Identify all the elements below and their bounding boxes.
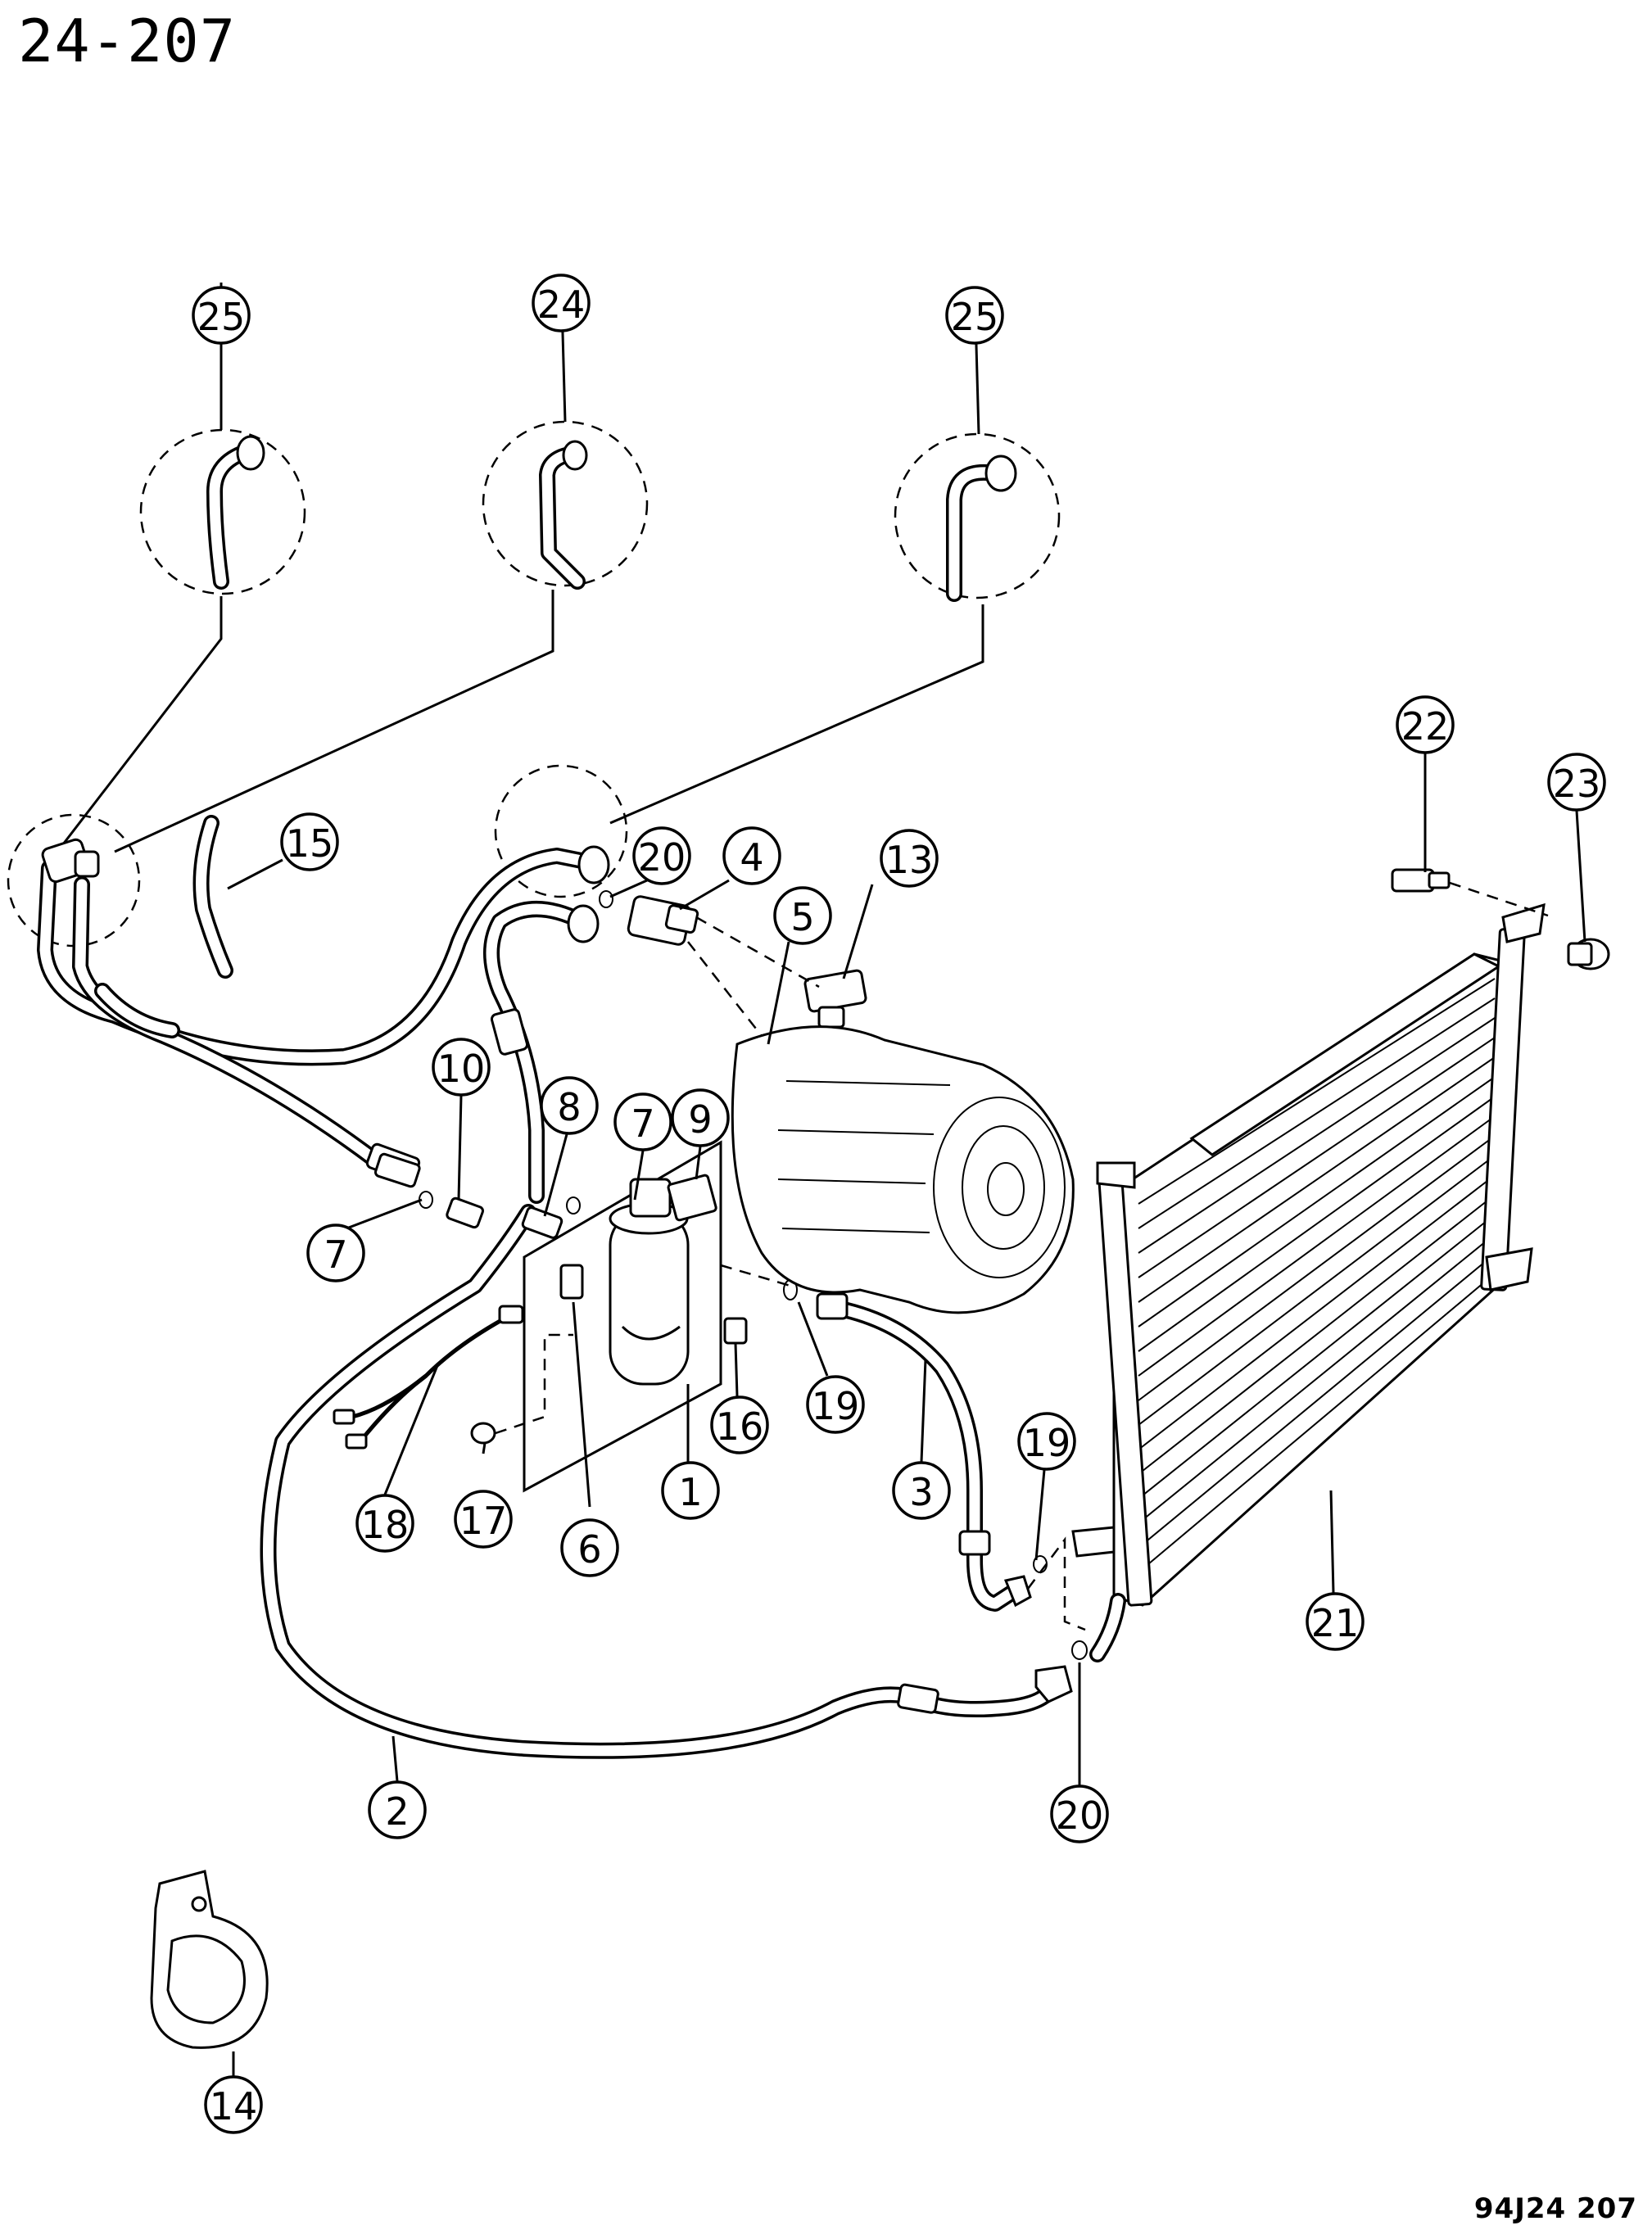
callout-label: 3 bbox=[909, 1470, 933, 1514]
callout-label: 20 bbox=[638, 835, 686, 880]
callout-label: 21 bbox=[1311, 1601, 1360, 1645]
callout-1: 1 bbox=[661, 1461, 720, 1520]
page-code: 24-207 bbox=[18, 7, 237, 75]
callout-label: 6 bbox=[577, 1527, 601, 1572]
callout-label: 14 bbox=[210, 2084, 258, 2128]
callout-label: 5 bbox=[790, 895, 814, 939]
receiver-drier-assembly bbox=[470, 1140, 791, 1493]
callout-label: 8 bbox=[557, 1085, 581, 1129]
callout-20: 20 bbox=[632, 826, 691, 885]
drawing-code: 94J24 207 bbox=[1473, 2192, 1637, 2225]
callout-label: 20 bbox=[1056, 1793, 1104, 1838]
callout-7: 7 bbox=[613, 1092, 672, 1151]
callout-label: 25 bbox=[951, 295, 999, 339]
callout-14: 14 bbox=[204, 2075, 263, 2134]
callout-label: 7 bbox=[631, 1101, 654, 1146]
callout-label: 19 bbox=[812, 1384, 860, 1428]
callout-23: 23 bbox=[1547, 753, 1606, 812]
callout-2: 2 bbox=[368, 1780, 427, 1839]
discharge-line bbox=[260, 1204, 1073, 1759]
callout-label: 25 bbox=[197, 295, 246, 339]
detail-view-24 bbox=[482, 420, 649, 590]
callout-15: 15 bbox=[280, 812, 339, 871]
callout-label: 2 bbox=[385, 1789, 409, 1834]
callout-24: 24 bbox=[532, 274, 591, 332]
callout-label: 24 bbox=[537, 283, 586, 327]
leader-lines bbox=[220, 274, 1586, 2076]
callout-4: 4 bbox=[722, 826, 781, 885]
callout-label: 15 bbox=[286, 821, 334, 866]
condenser bbox=[1071, 902, 1546, 1662]
callout-label: 4 bbox=[740, 835, 763, 880]
callout-label: 10 bbox=[437, 1047, 486, 1091]
callout-label: 23 bbox=[1553, 762, 1601, 806]
callout-7: 7 bbox=[306, 1224, 365, 1282]
receiver-to-compressor-hose bbox=[483, 901, 600, 1204]
callout-label: 19 bbox=[1023, 1421, 1071, 1465]
callout-10: 10 bbox=[432, 1038, 491, 1097]
callout-label: 17 bbox=[459, 1499, 508, 1543]
highlight-compressor-fitting bbox=[494, 764, 628, 898]
callout-13: 13 bbox=[880, 829, 939, 888]
callout-label: 22 bbox=[1401, 704, 1450, 749]
callout-9: 9 bbox=[671, 1088, 730, 1147]
callout-5: 5 bbox=[773, 886, 832, 945]
callout-3: 3 bbox=[892, 1461, 951, 1520]
callout-21: 21 bbox=[1306, 1592, 1365, 1651]
wiring-harness bbox=[333, 1305, 524, 1450]
detail-view-25-right bbox=[894, 432, 1061, 602]
liquid-line bbox=[816, 1292, 1032, 1612]
callout-20: 20 bbox=[1050, 1784, 1109, 1843]
callout-17: 17 bbox=[454, 1490, 513, 1549]
callout-22: 22 bbox=[1396, 695, 1455, 754]
callout-19: 19 bbox=[1017, 1412, 1076, 1471]
bolt-22 bbox=[1391, 868, 1451, 893]
callout-label: 9 bbox=[688, 1097, 712, 1142]
compressor bbox=[731, 1025, 1075, 1314]
left-manifold-hoses bbox=[37, 838, 610, 1183]
nut-23 bbox=[1567, 938, 1610, 970]
callout-label: 18 bbox=[361, 1503, 410, 1547]
callout-6: 6 bbox=[560, 1518, 619, 1577]
callout-label: 1 bbox=[678, 1470, 702, 1514]
callout-25: 25 bbox=[945, 286, 1004, 345]
detail-view-25-left bbox=[139, 428, 306, 595]
callout-label: 13 bbox=[885, 838, 934, 882]
callout-25: 25 bbox=[192, 286, 251, 345]
callout-label: 7 bbox=[324, 1233, 347, 1277]
clamp-14 bbox=[150, 1870, 269, 2049]
callout-8: 8 bbox=[540, 1076, 599, 1135]
callout-16: 16 bbox=[710, 1395, 769, 1454]
callout-18: 18 bbox=[355, 1494, 414, 1553]
hose-15 bbox=[192, 815, 233, 979]
callout-label: 16 bbox=[716, 1404, 764, 1449]
callout-19: 19 bbox=[806, 1375, 865, 1434]
